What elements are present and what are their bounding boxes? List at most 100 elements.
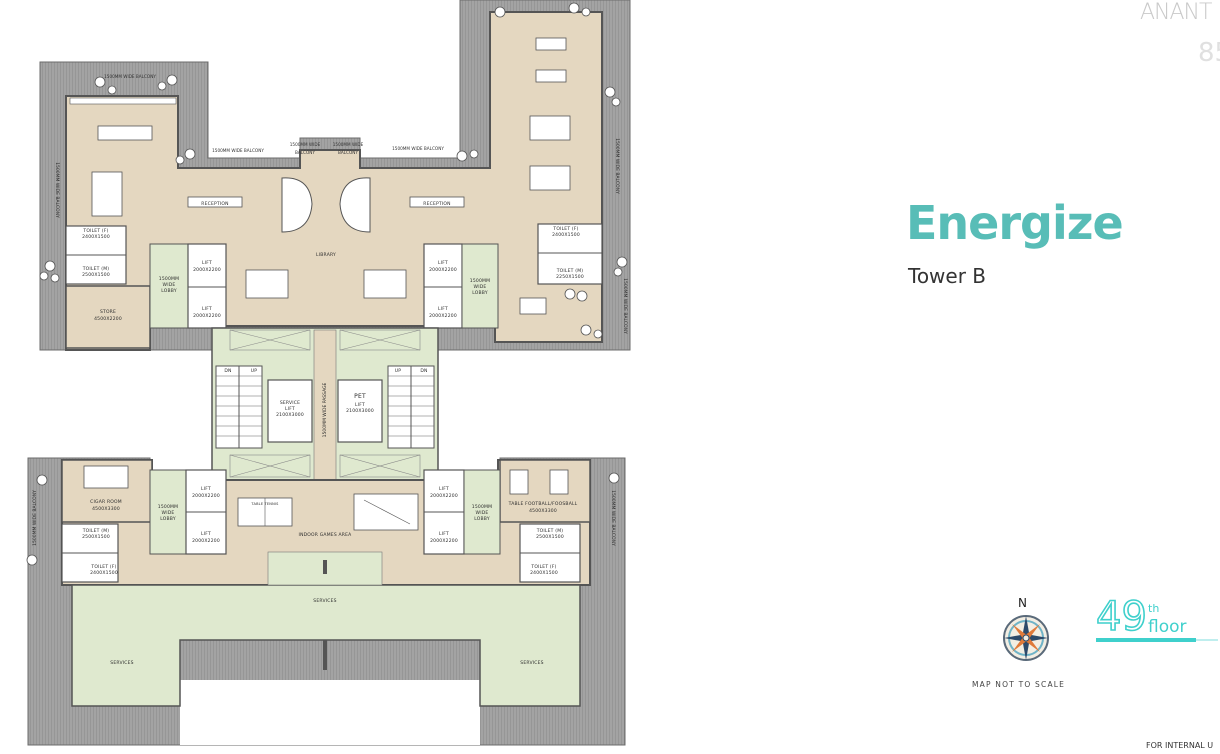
toilet-size: 2400X1500 xyxy=(552,232,580,238)
lift-label: LIFT xyxy=(438,306,448,312)
toilet-label: TOILET (M) xyxy=(82,266,110,272)
floor-number: 49 xyxy=(1096,594,1147,640)
reception-label: RECEPTION xyxy=(423,201,450,207)
toilet-label: TOILET (M) xyxy=(82,528,110,534)
page-title: Energize xyxy=(906,196,1124,250)
balcony-label: 1500MM WIDE BALCONY xyxy=(54,162,60,218)
lower-wing xyxy=(61,459,591,707)
stair-up-label: UP xyxy=(251,368,257,374)
stair-up-label: UP xyxy=(395,368,401,374)
service-lift-label: LIFT xyxy=(285,406,295,412)
central-core xyxy=(211,327,439,481)
lobby-label: 1500MM xyxy=(470,278,490,284)
room-labels: 1500MM WIDE BALCONY 1500MM WIDE BALCONY … xyxy=(32,74,628,666)
floor-suffix: th xyxy=(1148,602,1159,615)
toilet-label: TOILET (F) xyxy=(530,564,556,570)
lift-label: LIFT xyxy=(439,531,449,537)
foosball-size: 4500X3300 xyxy=(529,508,557,514)
lobby-label: WIDE xyxy=(474,284,487,290)
services-label: SERVICES xyxy=(520,660,543,666)
balcony-label: 1500MM WIDE BALCONY xyxy=(392,146,444,151)
lift-size: 2000X2200 xyxy=(193,313,221,319)
balcony-label: 1500MM WIDE xyxy=(290,142,321,147)
lobby-label: LOBBY xyxy=(160,516,176,522)
library-label: LIBRARY xyxy=(316,252,336,258)
pet-lift-size: 2100X3000 xyxy=(346,408,374,414)
lift-label: LIFT xyxy=(438,260,448,266)
services-label: SERVICES xyxy=(313,598,336,604)
floor-underline-tail xyxy=(1196,639,1218,641)
compass-rose-icon xyxy=(1003,615,1049,661)
balcony-label: 1500MM WIDE BALCONY xyxy=(212,148,264,153)
cigar-room-size: 4500X3300 xyxy=(92,506,120,512)
lift-label: LIFT xyxy=(201,531,211,537)
toilet-size: 2500X1500 xyxy=(82,534,110,540)
brand-logo: ANANT xyxy=(1140,0,1212,25)
stair-dn-label: DN xyxy=(224,368,231,374)
lobby-label: WIDE xyxy=(163,282,176,288)
pet-lift-label: PET xyxy=(354,393,366,400)
lift-label: LIFT xyxy=(202,306,212,312)
passage-label: 1500MM WIDE PASSAGE xyxy=(322,382,328,437)
balcony-label: 1500MM WIDE BALCONY xyxy=(622,278,628,334)
floor-word: floor xyxy=(1148,617,1187,637)
lobby-label: 1500MM xyxy=(158,504,178,510)
balcony-label: BALCONY xyxy=(295,150,315,155)
toilet-label: TOILET (M) xyxy=(536,528,564,534)
lobby-label: LOBBY xyxy=(474,516,490,522)
balcony-label: 1500MM WIDE BALCONY xyxy=(614,138,620,194)
stair-dn-label: DN xyxy=(420,368,427,374)
toilet-label: TOILET (F) xyxy=(552,226,578,232)
lift-size: 2000X2200 xyxy=(429,267,457,273)
tower-subtitle: Tower B xyxy=(908,264,987,288)
foosball-label: TABLE FOOTBALL/FOOSBALL xyxy=(508,501,578,507)
floor-number-badge: 49 th floor xyxy=(1096,593,1218,642)
lift-size: 2000X2200 xyxy=(430,493,458,499)
balcony-label: 1500MM WIDE xyxy=(333,142,364,147)
lift-label: LIFT xyxy=(439,486,449,492)
lobby-label: 1500MM xyxy=(472,504,492,510)
balcony-label: 1500MM WIDE BALCONY xyxy=(104,74,156,79)
floor-underline xyxy=(1096,638,1196,642)
service-lift-label: SERVICE xyxy=(280,400,300,406)
lift-size: 2000X2200 xyxy=(192,538,220,544)
lobby-label: LOBBY xyxy=(161,288,177,294)
toilet-label: TOILET (M) xyxy=(556,268,584,274)
lift-label: LIFT xyxy=(202,260,212,266)
service-lift-size: 2100X3000 xyxy=(276,412,304,418)
store-label: STORE xyxy=(100,309,116,315)
store-size: 4500X2200 xyxy=(94,316,122,322)
balcony-label: 1500MM WIDE BALCONY xyxy=(32,490,38,546)
services-label: SERVICES xyxy=(110,660,133,666)
brand-logo-number: 85 xyxy=(1198,38,1220,68)
indoor-games-label: INDOOR GAMES AREA xyxy=(299,532,353,538)
toilet-label: TOILET (F) xyxy=(90,564,116,570)
lift-size: 2000X2200 xyxy=(193,267,221,273)
toilet-label: TOILET (F) xyxy=(82,228,108,234)
toilet-size: 2400X1500 xyxy=(82,234,110,240)
lobby-label: WIDE xyxy=(162,510,175,516)
lift-label: LIFT xyxy=(201,486,211,492)
reception-label: RECEPTION xyxy=(201,201,228,207)
lift-size: 2000X2200 xyxy=(430,538,458,544)
toilet-size: 2250X1500 xyxy=(556,274,584,280)
lobby-label: LOBBY xyxy=(472,290,488,296)
cigar-room-label: CIGAR ROOM xyxy=(90,499,122,505)
floor-plan: 1500MM WIDE BALCONY 1500MM WIDE BALCONY … xyxy=(26,0,631,746)
lobby-label: WIDE xyxy=(476,510,489,516)
toilet-size: 2500X1500 xyxy=(82,272,110,278)
planters xyxy=(26,2,628,566)
scale-note: MAP NOT TO SCALE xyxy=(972,680,1066,689)
balcony-label: BALCONY xyxy=(338,150,358,155)
balcony-label: 1500MM WIDE BALCONY xyxy=(610,490,616,546)
toilet-size: 2500X1500 xyxy=(536,534,564,540)
north-label: N xyxy=(1018,596,1027,610)
upper-wing xyxy=(65,11,603,351)
footer-note: FOR INTERNAL U xyxy=(1146,741,1214,750)
pet-lift-label: LIFT xyxy=(355,402,365,408)
table-tennis-label: TABLE TENNIS xyxy=(250,502,279,506)
toilet-size: 2400X1500 xyxy=(530,570,558,576)
toilet-size: 2400X1500 xyxy=(90,570,118,576)
lift-size: 2000X2200 xyxy=(192,493,220,499)
lobby-label: 1500MM xyxy=(159,276,179,282)
